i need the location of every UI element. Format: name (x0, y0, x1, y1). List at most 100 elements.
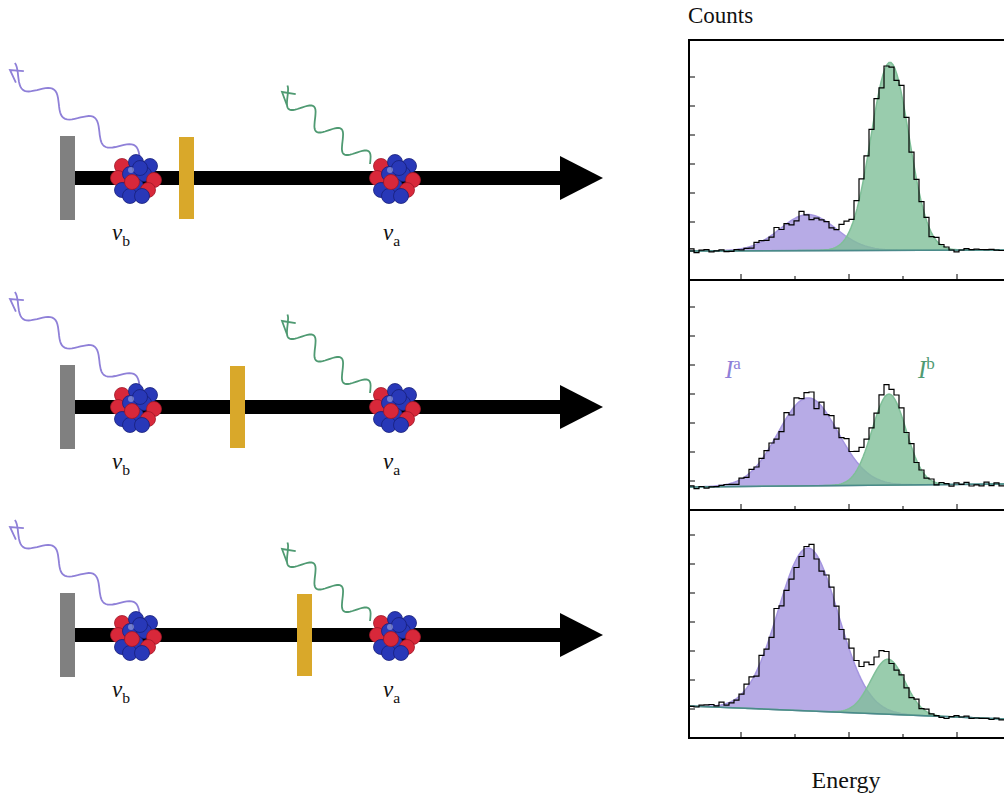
stopper (60, 365, 75, 449)
neutron (394, 646, 409, 661)
stopper (60, 136, 75, 220)
tick (689, 452, 695, 453)
peak-fit (689, 398, 1004, 487)
axis-title: Energy (812, 768, 881, 792)
proton (125, 175, 140, 190)
photon-arrowhead (10, 299, 24, 312)
velocity-label: va (383, 221, 400, 248)
proton (384, 175, 399, 190)
histogram (689, 385, 1004, 489)
photon-arrowhead (10, 527, 24, 540)
spectrum-panel (689, 385, 1004, 489)
highlight (128, 396, 134, 402)
proton (125, 632, 140, 647)
tick (689, 106, 695, 107)
photon-arrowhead (10, 70, 24, 83)
panel-frame (689, 280, 1004, 510)
photon-wave (15, 292, 140, 389)
photon-arrowhead (282, 92, 296, 105)
intensity-label: Ib (918, 355, 935, 382)
neutron (392, 618, 407, 633)
stopper (60, 593, 75, 677)
highlight (387, 396, 393, 402)
intensity-label: Ia (725, 355, 741, 382)
beam-row (10, 292, 603, 449)
tick (689, 423, 695, 424)
peak-fit (689, 659, 1004, 719)
tick (849, 732, 850, 738)
panel-frame (689, 510, 1004, 738)
spectrum-panel (689, 544, 1004, 720)
highlight (387, 624, 393, 630)
axis-title: Counts (688, 4, 753, 27)
neutron (133, 618, 148, 633)
peak-fit (689, 394, 1004, 487)
photon-wave (287, 542, 371, 621)
tick (689, 622, 695, 623)
velocity-label: vb (112, 221, 130, 248)
beam-row (10, 520, 603, 677)
neutron (135, 189, 150, 204)
degrader-foil (297, 594, 312, 676)
tick (689, 593, 695, 594)
photon-arrowhead (282, 549, 296, 562)
velocity-label: va (383, 678, 400, 705)
beam-arrowhead (560, 156, 603, 200)
photon-wave (287, 314, 371, 393)
photon-wave (15, 63, 140, 160)
velocity-label: va (383, 450, 400, 477)
histogram (689, 544, 1004, 720)
beam-arrowhead (560, 613, 603, 657)
proton (384, 632, 399, 647)
tick (689, 251, 695, 252)
tick (903, 734, 904, 738)
tick (689, 135, 695, 136)
photon-wave (287, 85, 371, 164)
tick (957, 732, 958, 738)
neutron (392, 161, 407, 176)
panel-frame (689, 40, 1004, 280)
tick (689, 336, 695, 337)
tick (689, 680, 695, 681)
background-fit (689, 706, 1004, 719)
neutron (394, 189, 409, 204)
peak-fit (689, 548, 1004, 719)
peak-fit (689, 63, 1004, 251)
neutron (133, 161, 148, 176)
tick (689, 709, 695, 710)
photon-arrowhead (282, 321, 296, 334)
neutron (135, 646, 150, 661)
highlight (128, 624, 134, 630)
tick (689, 222, 695, 223)
tick (689, 365, 695, 366)
tick (689, 193, 695, 194)
tick (689, 481, 695, 482)
neutron (394, 418, 409, 433)
neutron (135, 418, 150, 433)
degrader-foil (230, 366, 245, 448)
highlight (128, 167, 134, 173)
beam-arrowhead (560, 385, 603, 429)
highlight (387, 167, 393, 173)
tick (689, 535, 695, 536)
velocity-label: vb (112, 678, 130, 705)
neutron (133, 390, 148, 405)
tick (689, 564, 695, 565)
tick (689, 394, 695, 395)
neutron (392, 390, 407, 405)
tick (689, 77, 695, 78)
tick (689, 164, 695, 165)
proton (384, 404, 399, 419)
proton (125, 404, 140, 419)
histogram (689, 66, 1004, 253)
degrader-foil (179, 137, 194, 219)
tick (689, 651, 695, 652)
spectrum-panel (689, 63, 1004, 253)
tick (741, 732, 742, 738)
tick (689, 307, 695, 308)
beam-row (10, 63, 603, 220)
tick (689, 738, 695, 739)
velocity-label: vb (112, 450, 130, 477)
tick (795, 734, 796, 738)
